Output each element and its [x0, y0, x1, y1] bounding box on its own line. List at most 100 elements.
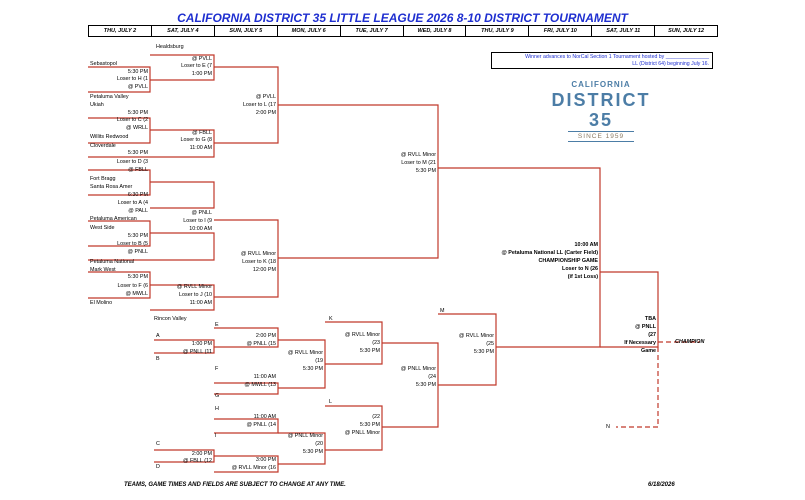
game-info: @ PNLL (15 [246, 341, 276, 347]
team-name: Fort Bragg [90, 176, 116, 182]
day-header: SUN, JULY 5 [213, 26, 277, 36]
game-info: @ PNLL Minor [400, 366, 436, 372]
day-header: SAT, JULY 11 [591, 26, 654, 36]
game-info: 5:30 PM [473, 349, 494, 355]
champion-label: CHAMPION [675, 339, 705, 345]
game-info: Loser to J (10 [179, 292, 212, 298]
slot-label: A [156, 333, 160, 339]
day-header-row: THU, JULY 2 SAT, JULY 4 SUN, JULY 5 MON,… [88, 25, 718, 37]
slot-label: M [440, 308, 445, 314]
bracket-line [278, 104, 439, 259]
day-header: TUE, JULY 7 [339, 26, 403, 36]
game-info: @ Petaluma National LL (Carter Field) [501, 250, 598, 256]
game-info: @ PNLL [635, 324, 656, 330]
revision-date: 6/18/2026 [648, 482, 675, 488]
game-info: Loser to E (7 [181, 63, 212, 69]
game-info: (if 1st Loss) [567, 274, 598, 280]
logo-line: CALIFORNIA [571, 80, 631, 89]
team-name: Ukiah [90, 102, 104, 108]
game-info: @ RVLL Minor [176, 284, 212, 290]
game-info: 11:00 AM [253, 374, 276, 380]
game-info: @ PNLL (14 [246, 422, 276, 428]
game-info: (25 [486, 341, 494, 347]
day-header: SAT, JULY 4 [150, 26, 214, 36]
day-header: MON, JULY 6 [276, 26, 340, 36]
game-info: 5:30 PM [302, 449, 323, 455]
bracket-line [600, 271, 659, 348]
slot-label: C [156, 441, 160, 447]
game-info: 2:00 PM [191, 451, 212, 457]
game-info: @ RVLL Minor [287, 350, 323, 356]
day-header: SUN, JULY 12 [654, 26, 717, 36]
slot-label: D [156, 464, 160, 470]
bracket-line [438, 167, 601, 348]
day-header: THU, JULY 2 [103, 28, 137, 34]
bracket-line [438, 313, 497, 386]
game-info: 1:00 PM [191, 341, 212, 347]
game-info: @ RVLL Minor [458, 333, 494, 339]
game-info: 5:30 PM [415, 168, 436, 174]
page-title: CALIFORNIA DISTRICT 35 LITTLE LEAGUE 202… [177, 11, 628, 25]
game-info: @ PNLL Minor [344, 430, 380, 436]
bracket-line [88, 232, 215, 261]
slot-label: B [156, 356, 160, 362]
game-info: @ RVLL Minor (16 [231, 465, 276, 471]
team-name: Rincon Valley [154, 316, 187, 322]
game-info: 5:30 PM [127, 274, 148, 280]
team-name: El Molino [90, 300, 113, 306]
notice-line: Winner advances to NorCal Section 1 Tour… [525, 54, 709, 60]
advancement-notice: Winner advances to NorCal Section 1 Tour… [491, 52, 713, 69]
slot-label: K [329, 316, 333, 322]
game-info: (27 [648, 332, 656, 338]
game-info: Loser to I (9 [183, 218, 212, 224]
logo-line: DISTRICT 35 [551, 90, 651, 130]
game-info: @ PVLL [127, 84, 148, 90]
game-info: Loser to A (4 [117, 200, 148, 206]
bracket-line [214, 418, 279, 434]
game-info: TBA [644, 316, 656, 322]
team-name: Santa Rosa Amer [90, 184, 133, 190]
game-info: 5:30 PM [359, 422, 380, 428]
day-header: THU, JULY 9 [465, 26, 528, 36]
game-info: @ FBLL [192, 130, 212, 136]
game-info: @ RVLL Minor [240, 251, 276, 257]
game-info: CHAMPIONSHIP GAME [538, 258, 598, 264]
slot-label: E [215, 322, 219, 328]
game-info: (23 [372, 340, 380, 346]
slot-label: L [329, 399, 332, 405]
day-header: FRI, JULY 10 [528, 26, 591, 36]
slot-label: G [215, 393, 220, 399]
game-info: @ WRLL [126, 125, 148, 131]
game-info: @ PALL [128, 208, 148, 214]
game-info: 3:00 PM [255, 457, 276, 463]
game-info: 5:30 PM [127, 69, 148, 75]
team-name: Petaluma American [90, 216, 137, 222]
game-info: 10:00 AM [189, 226, 212, 232]
team-name: Healdsburg [156, 44, 184, 50]
game-info: If Necessary [624, 340, 656, 346]
game-info: Loser to B (5 [117, 241, 148, 247]
game-info: 11:00 AM [189, 300, 212, 306]
game-info: Loser to F (6 [117, 283, 148, 289]
slot-label: I [215, 433, 217, 439]
game-info: 5:30 PM [359, 348, 380, 354]
game-info: 5:30 PM [302, 366, 323, 372]
game-info: 2:00 PM [255, 333, 276, 339]
game-info: @ FBLL [128, 167, 148, 173]
game-info: (22 [372, 414, 380, 420]
game-info: Loser to G (8 [180, 137, 212, 143]
bracket-line [214, 327, 279, 348]
game-info: (24 [428, 374, 436, 380]
bracket-line [325, 405, 383, 451]
game-info: 10:00 AM [574, 242, 598, 248]
team-name: Sebastopol [90, 61, 117, 67]
game-info: 1:00 PM [191, 71, 212, 77]
game-info: @ RVLL Minor [344, 332, 380, 338]
slot-label: N [606, 424, 610, 430]
game-info: @ PVLL [191, 56, 212, 62]
team-name: Mark West [90, 267, 116, 273]
team-name: Cloverdale [90, 143, 116, 149]
bracket-line [616, 347, 659, 428]
game-info: @ PNLL [191, 210, 212, 216]
team-name: Petaluma Valley [90, 94, 129, 100]
